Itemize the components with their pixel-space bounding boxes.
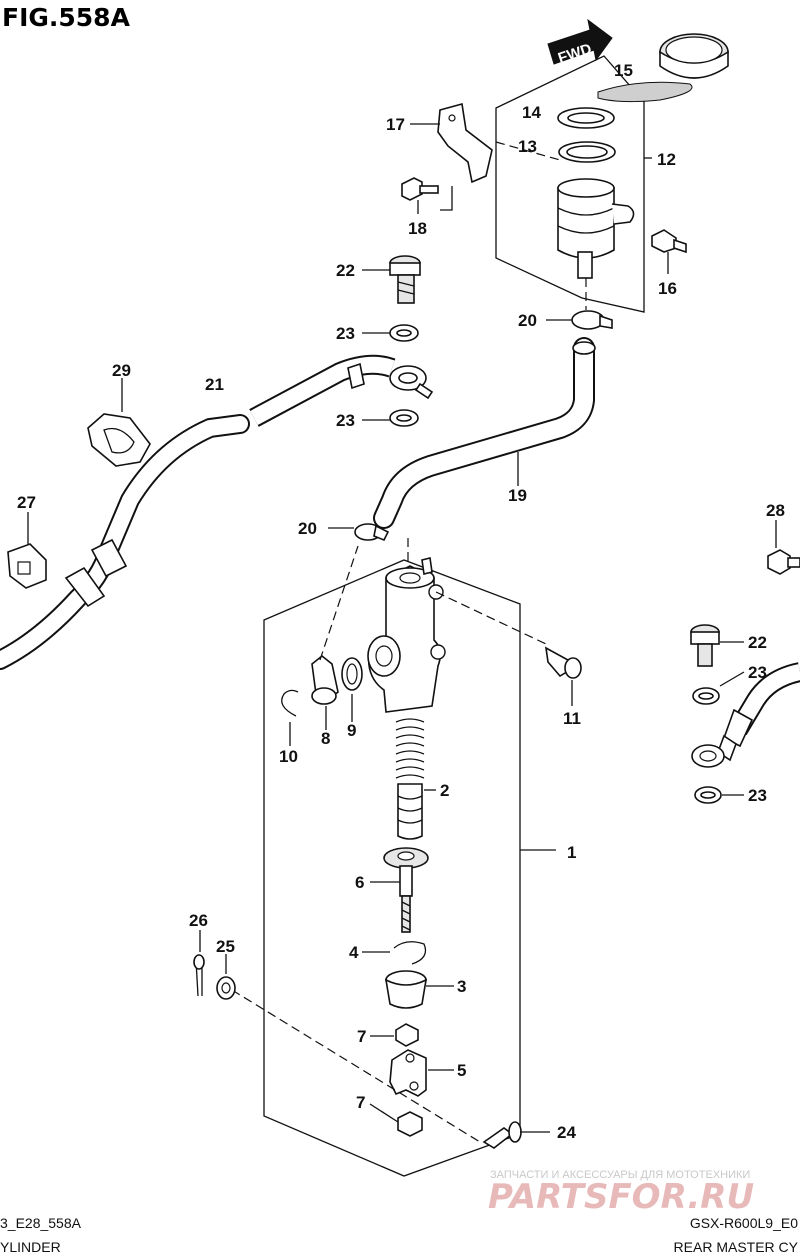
callout-23-d: 23 <box>748 786 767 805</box>
callout-13: 13 <box>518 137 537 156</box>
callout-29: 29 <box>112 361 131 380</box>
callout-28: 28 <box>766 501 785 520</box>
watermark-brand: PARTSFOR.RU <box>488 1177 754 1217</box>
callout-26: 26 <box>189 911 208 930</box>
callout-19: 19 <box>508 486 527 505</box>
union-bolt-22-upper <box>389 255 421 304</box>
washer-23-c <box>692 687 720 705</box>
brake-hose-right <box>691 662 800 768</box>
washer-23-d <box>694 786 722 804</box>
callout-27: 27 <box>17 493 36 512</box>
fwd-arrow-icon: FWD <box>547 18 613 67</box>
callout-10: 10 <box>279 747 298 766</box>
reservoir-hose-19 <box>373 337 596 529</box>
callout-7-upper: 7 <box>357 1027 366 1046</box>
reservoir-plate <box>557 107 615 129</box>
hose-clamp-20-lower <box>354 523 390 542</box>
watermark-tagline: ЗАПЧАСТИ И АКСЕССУАРЫ ДЛЯ МОТОТЕХНИКИ <box>490 1169 750 1181</box>
hose-clip-27 <box>7 543 47 589</box>
footer-right-code: GSX-R600L9_E0 <box>690 1215 798 1231</box>
reservoir-ring <box>558 141 616 163</box>
callout-12: 12 <box>657 150 676 169</box>
callout-22-upper: 22 <box>336 261 355 280</box>
clevis-5 <box>389 1049 427 1097</box>
reservoir-group-outline <box>495 55 645 313</box>
hose-clamp-20-upper <box>571 310 613 330</box>
callout-21: 21 <box>205 375 224 394</box>
bolt-18 <box>401 177 439 201</box>
figure-title: FIG.558A <box>2 3 131 32</box>
callout-16: 16 <box>658 279 677 298</box>
dust-boot-3 <box>384 970 428 1009</box>
callout-11: 11 <box>563 709 581 728</box>
callout-23-b: 23 <box>336 411 355 430</box>
washer-25 <box>216 976 236 1000</box>
callout-7-lower: 7 <box>356 1093 365 1112</box>
callout-17: 17 <box>386 115 405 134</box>
master-cylinder-body <box>367 557 446 713</box>
reservoir-body <box>557 178 635 279</box>
screw-11 <box>544 646 582 679</box>
footer-right-name: REAR MASTER CY <box>674 1239 799 1255</box>
clevis-pin-24 <box>482 1121 522 1149</box>
callout-2: 2 <box>440 781 449 800</box>
callout-20-lower: 20 <box>298 519 317 538</box>
callout-23-c: 23 <box>748 663 767 682</box>
brake-hose-21 <box>0 354 434 670</box>
bracket <box>437 102 493 184</box>
circlip-10 <box>281 689 299 717</box>
callout-18: 18 <box>408 219 427 238</box>
callout-24: 24 <box>557 1123 576 1142</box>
footer-left-name: YLINDER <box>0 1239 61 1255</box>
bolt-28 <box>767 549 800 575</box>
callout-4: 4 <box>349 943 359 962</box>
callout-3: 3 <box>457 977 466 996</box>
union-bolt-22-right <box>690 624 720 667</box>
callout-9: 9 <box>347 721 356 740</box>
hose-clamp-29 <box>87 413 151 467</box>
callout-14: 14 <box>522 103 541 122</box>
piston-spring-2 <box>395 718 425 840</box>
nut-7-lower <box>397 1111 423 1137</box>
callout-20-upper: 20 <box>518 311 537 330</box>
inlet-fitting-8 <box>311 654 339 705</box>
washer-23-b <box>389 409 419 427</box>
callout-1: 1 <box>567 843 576 862</box>
o-ring-9 <box>341 657 363 691</box>
callout-5: 5 <box>457 1061 466 1080</box>
callout-22-right: 22 <box>748 633 767 652</box>
callout-23-a: 23 <box>336 324 355 343</box>
reservoir-cap <box>659 33 729 79</box>
cotter-pin-26 <box>193 954 205 997</box>
washer-23-a <box>389 324 419 342</box>
callout-25: 25 <box>216 937 235 956</box>
bolt-16 <box>651 229 687 254</box>
push-rod-6 <box>383 847 429 933</box>
callout-6: 6 <box>355 873 364 892</box>
callout-8: 8 <box>321 729 330 748</box>
callout-15: 15 <box>614 61 633 80</box>
circlip-4 <box>393 941 427 965</box>
reservoir-diaphragm <box>597 81 693 103</box>
nut-7-upper <box>395 1023 419 1047</box>
footer-left-code: 3_E28_558A <box>0 1215 82 1231</box>
